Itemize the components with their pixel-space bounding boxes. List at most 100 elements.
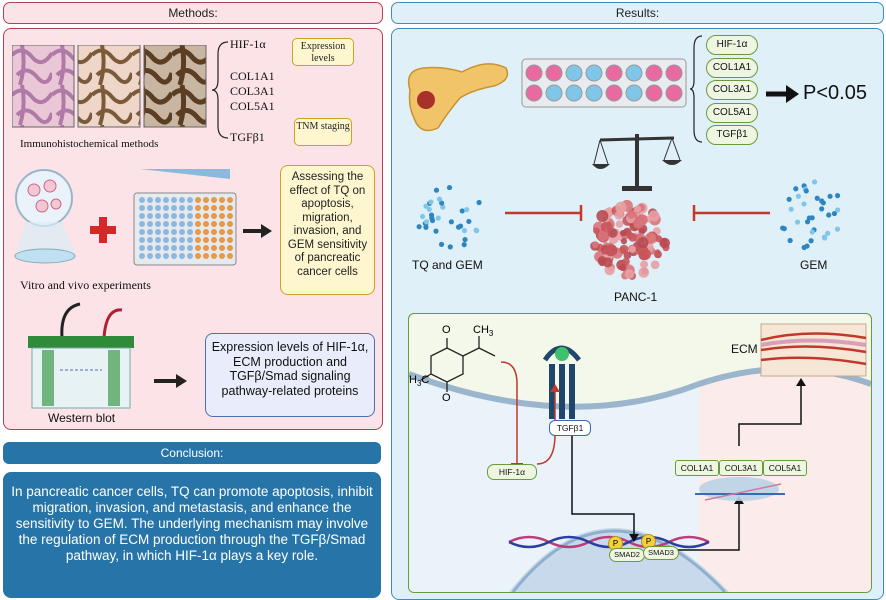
- plate-well: [187, 213, 193, 219]
- plate-well: [203, 197, 209, 203]
- plate-well: [187, 221, 193, 227]
- arrow-to-pvalue: [766, 85, 799, 103]
- drug-dot: [461, 242, 467, 248]
- drug-dot: [433, 228, 439, 234]
- vitro-label: Vitro and vivo experiments: [20, 278, 151, 292]
- drug-dot: [808, 238, 814, 244]
- drug-dot: [831, 210, 838, 217]
- plate-well: [211, 221, 217, 227]
- plate-well: [203, 213, 209, 219]
- results-header: Results:: [391, 2, 884, 24]
- drug-dot: [448, 219, 455, 225]
- drug-dot: [835, 207, 841, 213]
- tumor-cell: [637, 237, 649, 249]
- gene-pill-tgfb1: TGFβ1: [706, 125, 758, 145]
- drug-dot: [462, 236, 468, 243]
- drug-dot: [426, 206, 432, 212]
- gem-label: GEM: [800, 258, 828, 272]
- drug-dot: [806, 215, 812, 221]
- plate-well: [179, 229, 185, 235]
- plate-well: [195, 253, 201, 259]
- plate-well: [219, 213, 225, 219]
- plate-well: [187, 245, 193, 251]
- drug-dot: [834, 193, 841, 199]
- drug-dot: [787, 237, 793, 244]
- drug-dot: [447, 244, 453, 250]
- inhibit-right-icon: [692, 205, 770, 221]
- tumor-cell: [604, 244, 617, 257]
- drug-dot: [461, 227, 468, 234]
- drug-dot: [436, 196, 443, 202]
- drug-dot: [419, 213, 426, 220]
- gene-brace: [690, 35, 703, 143]
- strip-well: [545, 84, 563, 102]
- drug-dot: [804, 243, 810, 249]
- plate-well: [155, 253, 161, 259]
- drug-dot: [820, 200, 826, 206]
- drug-dot: [428, 199, 434, 205]
- drug-dot: [794, 219, 801, 225]
- gene-pill-col3a1: COL3A1: [706, 80, 758, 100]
- tgfb1-box: TGFβ1: [549, 420, 591, 436]
- drug-dot: [801, 201, 807, 207]
- expression-box: Expression levels of HIF-1α, ECM product…: [205, 333, 375, 417]
- tumor-cell: [654, 235, 663, 243]
- tumor-cell: [604, 265, 615, 276]
- gene-pill-col1a1: COL1A1: [706, 58, 758, 78]
- drug-dot: [423, 203, 429, 209]
- plate-well: [139, 253, 145, 259]
- plate-well: [227, 237, 233, 243]
- plus-icon: [90, 217, 116, 243]
- tumor-cell: [615, 201, 627, 214]
- drug-dot: [826, 212, 832, 218]
- tumor-cell: [596, 210, 609, 223]
- drug-dot: [464, 207, 470, 213]
- plate-well: [187, 205, 193, 211]
- plate-well: [211, 197, 217, 203]
- plate-well: [219, 253, 225, 259]
- conclusion-box: In pancreatic cancer cells, TQ can promo…: [3, 472, 381, 598]
- tumor-cell: [626, 231, 635, 240]
- tumor-cell: [648, 210, 660, 222]
- plate-well: [147, 237, 153, 243]
- strip-well: [665, 64, 683, 82]
- marker-col1a1: COL1A1: [230, 69, 275, 83]
- plate-well: [147, 229, 153, 235]
- plate-well: [163, 197, 169, 203]
- strip-well: [565, 64, 583, 82]
- plate-well: [171, 197, 177, 203]
- plate-well: [139, 229, 145, 235]
- plate-well: [219, 205, 225, 211]
- drug-dot: [446, 184, 453, 191]
- plate-well: [227, 197, 233, 203]
- tumor-cell: [638, 267, 650, 278]
- plate-well: [163, 253, 169, 259]
- plate-well: [195, 245, 201, 251]
- plate-well: [171, 253, 177, 259]
- plate-well: [203, 229, 209, 235]
- gem-dots: [780, 179, 841, 251]
- tumor-cell: [622, 257, 630, 266]
- ihc-images: [12, 45, 207, 128]
- strip-well: [585, 84, 603, 102]
- plate-well: [211, 245, 217, 251]
- tumor-cell: [634, 205, 642, 213]
- plate-well: [211, 237, 217, 243]
- plate-well: [163, 213, 169, 219]
- plate-well: [195, 237, 201, 243]
- plate-well: [195, 205, 201, 211]
- drug-dot: [459, 208, 465, 214]
- plate-well: [203, 221, 209, 227]
- drug-dot: [466, 218, 472, 225]
- drug-dot: [474, 228, 480, 234]
- plate-well: [195, 221, 201, 227]
- plate-well: [195, 197, 201, 203]
- plate-well: [171, 245, 177, 251]
- ecm-label: ECM: [731, 342, 758, 356]
- plate-well: [139, 197, 145, 203]
- plate-well: [227, 253, 233, 259]
- marker-col5a1: COL5A1: [230, 99, 275, 113]
- plate-well: [219, 245, 225, 251]
- tumor-cell: [619, 264, 627, 272]
- plate-well: [219, 237, 225, 243]
